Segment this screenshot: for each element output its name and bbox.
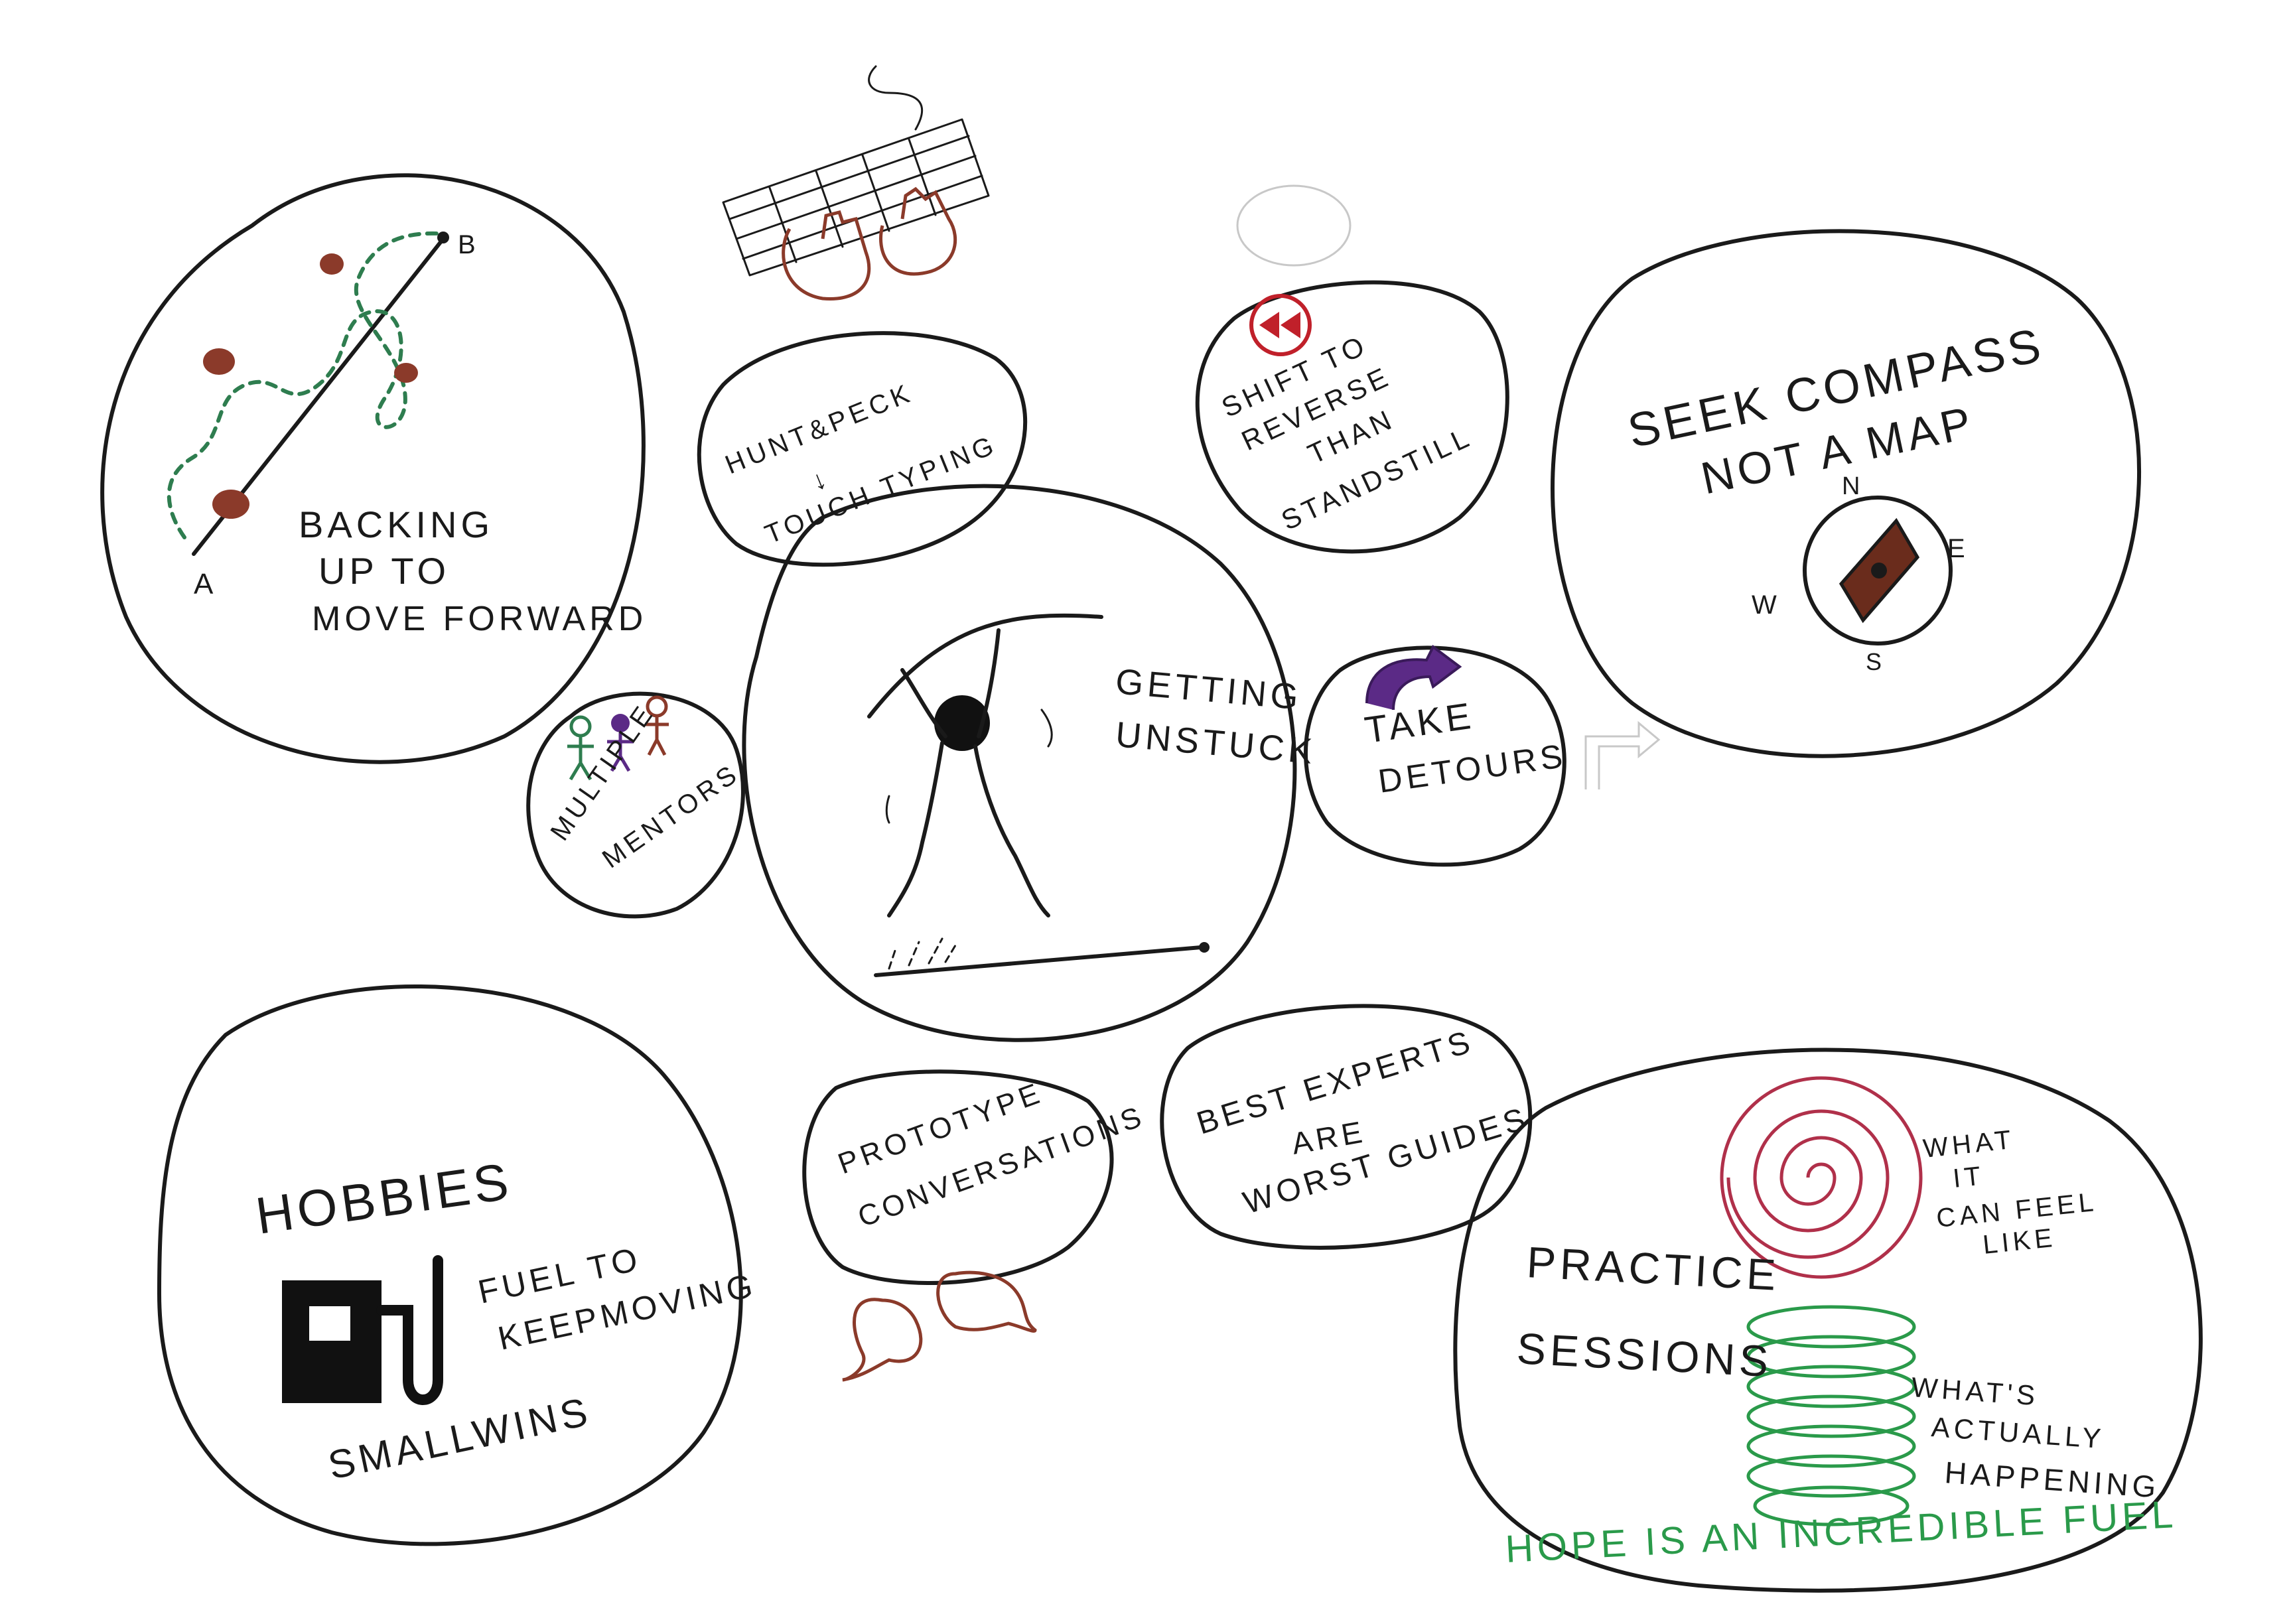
footprint-icons [203, 253, 418, 519]
spring-icon [1746, 1305, 1916, 1526]
actual-line-1: WHAT'S [1910, 1371, 2040, 1411]
practice-line-2: SESSIONS [1515, 1323, 1773, 1386]
unstuck-line-2: UNSTUCK [1114, 714, 1318, 772]
bubble-backing-up: A B BACKING UP TO MOVE FORWARD [100, 173, 647, 764]
detour-arrow-icon [1365, 644, 1462, 710]
feel-line-3: CAN FEEL [1935, 1187, 2099, 1233]
compass-n: N [1842, 472, 1864, 500]
faint-rewind-sketch [1236, 184, 1352, 267]
hope-text: HOPE IS AN INCREDIBLE FUEL [1504, 1493, 2178, 1571]
mentors-icon [567, 695, 669, 781]
practice-line-1: PRACTICE [1525, 1237, 1781, 1300]
backing-up-line-2: UP TO [318, 550, 450, 592]
backing-up-line-3: MOVE FORWARD [312, 600, 647, 638]
keyboard-hands-icon [722, 65, 990, 301]
detours-line-2: DETOURS [1376, 737, 1569, 800]
bubble-getting-unstuck: GETTING UNSTUCK [742, 484, 1318, 1042]
feel-line-4: LIKE [1981, 1223, 2057, 1260]
point-a-label: A [194, 568, 217, 600]
mentors-line-2: MENTORS [597, 758, 745, 874]
winding-path [167, 231, 440, 539]
hunt-peck-arrow: ↓ [807, 463, 835, 497]
actual-line-2: ACTUALLY [1930, 1411, 2106, 1454]
experts-line-3: WORST GUIDES [1239, 1101, 1533, 1221]
feel-line-1: WHAT [1921, 1125, 2016, 1164]
backing-up-line-1: BACKING [299, 504, 494, 545]
bubble-multiple-mentors: MULTIPLE MENTORS [526, 691, 745, 919]
bubble-hobbies: HOBBIES FUEL TO KEEPMOVING SMALLWINS [157, 984, 760, 1546]
bubble-take-detours: TAKE DETOURS [1304, 644, 1569, 867]
compass-e: E [1947, 534, 1969, 563]
small-wins: SMALLWINS [324, 1388, 595, 1487]
bubble-prototype: PROTOTYPE CONVERSATIONS [802, 1069, 1149, 1382]
bubble-practice: PRACTICE SESSIONS WHAT IT CAN FEEL LIKE … [1453, 1048, 2203, 1593]
right-hand [879, 186, 957, 276]
left-hand [782, 210, 871, 301]
bubble-shift-reverse: SHIFT TO REVERSE THAN STANDSTILL [1195, 280, 1509, 554]
fuel-pump-icon [282, 1255, 443, 1405]
bubble-hunt-peck: HUNT&PECK ↓ TOUCH TYPING [697, 331, 1028, 567]
faint-arrow-sketch [1584, 720, 1661, 789]
unstuck-line-1: GETTING [1114, 661, 1304, 717]
spiral-icon [1720, 1076, 1923, 1279]
compass-s: S [1866, 648, 1886, 675]
bubble-best-experts: BEST EXPERTS ARE WORST GUIDES [1160, 1004, 1533, 1250]
rewind-icon [1249, 294, 1312, 356]
compass-icon: N E S W [1752, 472, 1969, 675]
pole-vaulter-icon [867, 613, 1210, 977]
hobbies-title: HOBBIES [252, 1152, 516, 1245]
bubble-seek-compass: SEEK COMPASS NOT A MAP N E S W [1551, 229, 2142, 758]
speech-bubbles-icon [842, 1270, 1037, 1382]
point-b-label: B [458, 230, 480, 259]
feel-line-2: IT [1951, 1161, 1986, 1193]
compass-w: W [1752, 590, 1781, 620]
